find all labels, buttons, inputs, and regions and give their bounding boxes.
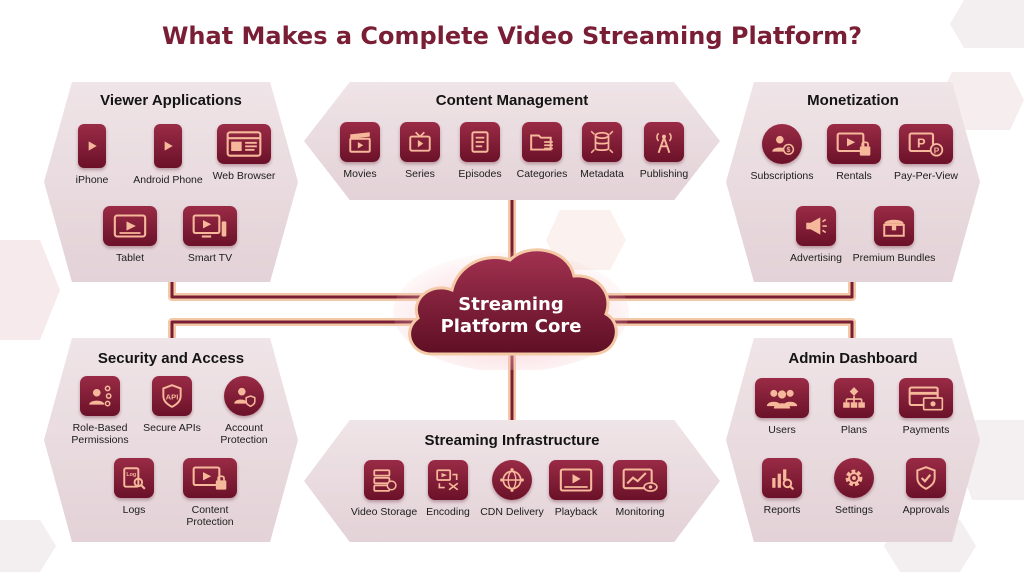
item-video-storage: Video Storage [342,460,426,518]
chart-eye-icon [613,460,667,500]
item-secure-apis: API Secure APIs [130,376,214,434]
streaming-infrastructure-title: Streaming Infrastructure [424,432,600,449]
item-playback: Playback [534,460,618,518]
item-pay-per-view: P P Pay-Per-View [884,124,968,182]
item-advertising: Advertising [774,206,858,264]
monetization-title: Monetization [807,92,899,109]
server-disk-icon [364,460,404,500]
item-users: Users [740,378,824,436]
item-episodes: Episodes [438,122,522,180]
broadcast-tower-icon [644,122,684,162]
phone-play-icon [78,124,106,168]
bar-chart-search-icon [762,458,802,498]
flowchart-icon [834,378,874,418]
item-monitoring: Monitoring [598,460,682,518]
admin-dashboard-title: Admin Dashboard [788,350,918,367]
security-access-title: Security and Access [97,350,245,367]
pay-per-view-icon: P P [899,124,953,164]
browser-window-icon [217,124,271,164]
encoding-icon [428,460,468,500]
tv-icon [400,122,440,162]
item-categories: Categories [500,122,584,180]
database-icon [582,122,622,162]
credit-card-icon [899,378,953,418]
content-management-panel: Content Management Movies Series [304,82,720,200]
item-subscriptions: $ Subscriptions [740,124,824,182]
item-encoding: Encoding [406,460,490,518]
streaming-infrastructure-panel: Streaming Infrastructure Video Storage E… [304,420,720,542]
svg-text:$: $ [787,147,791,154]
user-keys-icon [80,376,120,416]
globe-network-icon [492,460,532,500]
treasure-chest-icon [874,206,914,246]
item-publishing: Publishing [622,122,706,180]
item-movies: Movies [318,122,402,180]
svg-text:P: P [917,136,926,151]
item-premium-bundles: Premium Bundles [852,206,936,264]
item-cdn-delivery: CDN Delivery [470,460,554,518]
item-logs: Log Logs [92,458,176,516]
shield-check-icon [906,458,946,498]
item-android-phone: Android Phone [126,124,210,186]
api-shield-icon: API [152,376,192,416]
folder-list-icon [522,122,562,162]
svg-text:API: API [166,392,179,401]
core-label-line2: Platform Core [440,316,582,337]
svg-text:P: P [934,146,940,155]
item-approvals: Approvals [884,458,968,516]
play-bar-icon [549,460,603,500]
viewer-applications-panel: Viewer Applications iPhone Android Phone… [44,82,298,282]
clapperboard-icon [340,122,380,162]
phone-play-icon [154,124,182,168]
megaphone-icon [796,206,836,246]
item-tablet: Tablet [88,206,172,264]
item-payments: Payments [884,378,968,436]
tablet-play-icon [103,206,157,246]
streaming-platform-core: Streaming Platform Core [392,234,630,370]
item-series: Series [378,122,462,180]
tv-remote-icon [183,206,237,246]
document-list-icon [460,122,500,162]
item-account-protection: Account Protection [202,376,286,446]
item-metadata: Metadata [560,122,644,180]
item-web-browser: Web Browser [202,124,286,182]
item-content-protection: Content Protection [168,458,252,528]
viewer-applications-title: Viewer Applications [100,92,242,109]
item-plans: Plans [812,378,896,436]
page-title: What Makes a Complete Video Streaming Pl… [161,22,863,50]
security-access-panel: Security and Access Role-Based Permissio… [44,338,298,542]
video-lock-icon [827,124,881,164]
users-group-icon [755,378,809,418]
admin-dashboard-panel: Admin Dashboard Users Plans [726,338,980,542]
content-management-title: Content Management [435,92,589,109]
item-role-based-permissions: Role-Based Permissions [58,376,142,446]
item-iphone: iPhone [50,124,134,186]
item-smart-tv: Smart TV [168,206,252,264]
gear-icon [834,458,874,498]
video-lock-icon [183,458,237,498]
item-settings: Settings [812,458,896,516]
svg-text:Log: Log [126,472,136,478]
core-label-line1: Streaming [458,294,564,315]
user-shield-icon [224,376,264,416]
core-label: Streaming Platform Core [392,294,630,338]
monetization-panel: Monetization $ Subscriptions Rentals [726,82,980,282]
user-dollar-icon: $ [762,124,802,164]
item-rentals: Rentals [812,124,896,182]
log-search-icon: Log [114,458,154,498]
item-reports: Reports [740,458,824,516]
cloud-icon [393,248,629,370]
